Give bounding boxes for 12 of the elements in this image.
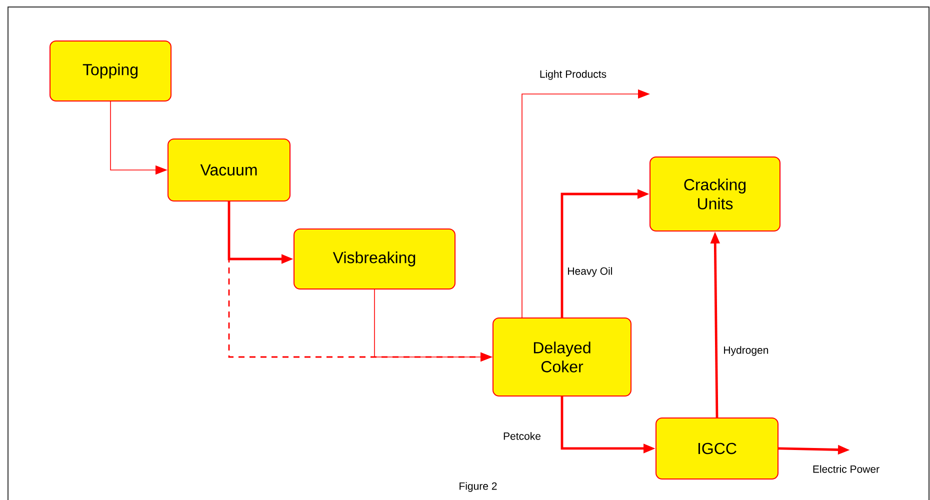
edge-label: Heavy Oil bbox=[566, 266, 614, 278]
caption: Figure 2 bbox=[460, 482, 497, 492]
process-box: Topping bbox=[50, 40, 172, 102]
edge-label: Hydrogen bbox=[722, 345, 770, 357]
edge-label: Petcoke bbox=[502, 431, 542, 441]
process-box: Visbreaking bbox=[294, 228, 456, 290]
process-box: Delayed Coker bbox=[492, 318, 632, 396]
process-box: IGCC bbox=[656, 417, 778, 480]
edge-label: Electric Power bbox=[811, 464, 881, 474]
process-box: Vacuum bbox=[168, 138, 290, 202]
edge-label: Light Products bbox=[538, 69, 608, 81]
process-box: Cracking Units bbox=[650, 156, 780, 232]
